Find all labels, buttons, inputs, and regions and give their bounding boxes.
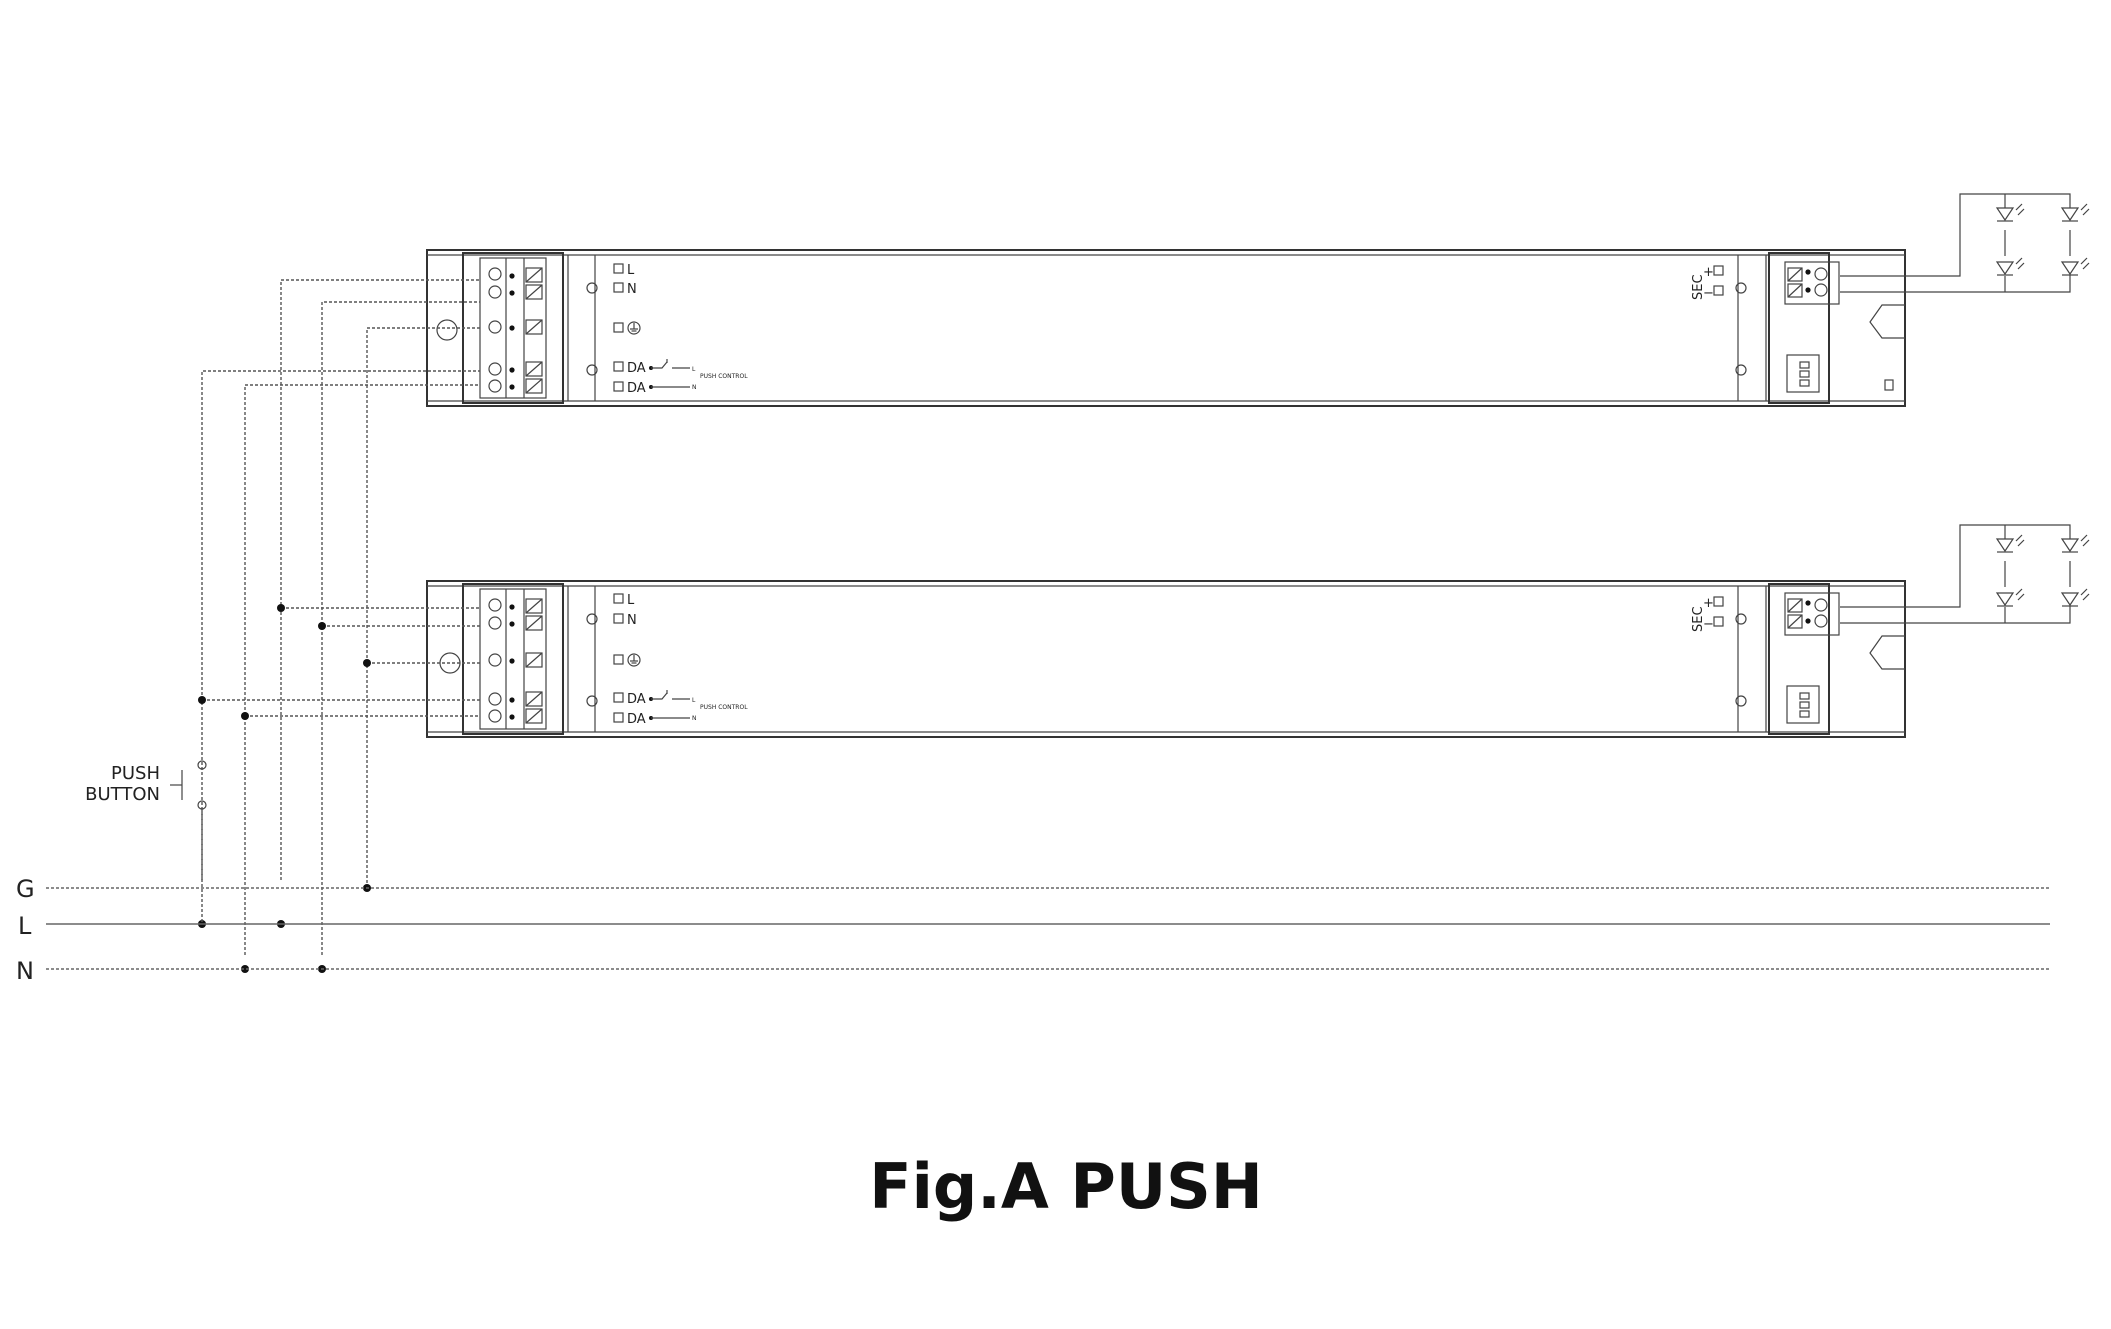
push-label-L: L [692,366,696,373]
sec-label: SEC [1691,606,1706,632]
push-label-N: N [692,384,697,391]
led-icon [1995,534,2025,553]
sec-plus-label: + [1703,596,1714,611]
figure-caption: Fig.A PUSH [869,1150,1262,1223]
bus-label-N: N [16,957,34,985]
led-icon [1995,203,2025,222]
push-switch-icon [649,359,690,389]
led-icon [2060,257,2090,276]
push-control-label: PUSH CONTROL [700,704,748,711]
sec-plus-label: + [1703,265,1714,280]
sec-minus-label: − [1703,617,1714,632]
led-icon [2060,203,2090,222]
terminal-label-DA-1: DA [627,692,646,707]
push-button-label-line2: BUTTON [85,784,160,805]
led-array-1 [1840,193,2090,293]
sec-minus-label: − [1703,286,1714,301]
push-button-switch [170,760,207,924]
terminal-label-N: N [627,613,637,628]
dip-switch-icon [1786,685,1820,724]
led-icon [2060,534,2090,553]
terminal-screw-icon [488,598,515,723]
terminal-label-DA-2: DA [627,712,646,727]
led-icon [1995,588,2025,607]
push-label-N: N [692,715,697,722]
ground-icon [627,653,641,667]
bus-label-G: G [16,875,35,903]
input-terminal-block [439,583,564,735]
bus-lines [46,887,2050,970]
terminal-screw-icon [488,267,515,393]
dip-switch-icon [1786,354,1820,393]
terminal-label-N: N [627,282,637,297]
led-icon [2060,588,2090,607]
push-label-L: L [692,697,696,704]
terminal-label-DA-1: DA [627,361,646,376]
driver-unit-2: L N DA DA L N PUSH CONTROL SEC + − [426,580,1906,738]
driver-unit-1: L N DA DA L N PUSH CONTROL SEC + [426,249,1906,407]
wiring [198,279,480,973]
led-icon [1995,257,2025,276]
push-control-label: PUSH CONTROL [700,373,748,380]
input-terminal-block [436,252,564,404]
terminal-label-L: L [627,593,635,608]
push-switch-icon [649,690,690,720]
terminal-label-DA-2: DA [627,381,646,396]
sec-label: SEC [1691,274,1706,300]
terminal-label-L: L [627,263,635,278]
push-button-label-line1: PUSH [111,763,160,784]
ground-icon [627,321,641,335]
output-terminal-block [1768,252,1840,404]
output-terminal-block [1768,583,1840,735]
led-array-2 [1840,524,2090,624]
bus-label-L: L [18,912,32,940]
